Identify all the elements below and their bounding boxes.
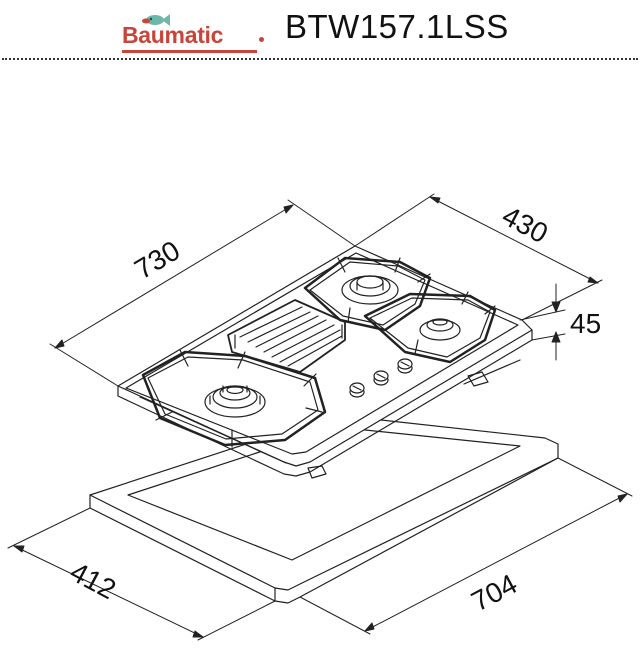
hob-body [117,245,533,477]
page-header: Baumatic BTW157.1LSS [0,0,640,62]
dimension-label-730: 730 [129,235,185,286]
dimension-730 [49,199,356,387]
brand-name: Baumatic [122,22,224,48]
model-number: BTW157.1LSS [285,8,509,45]
griddle-plate [227,299,346,373]
fixing-clips [307,359,521,479]
burner-grid-wok [141,349,327,448]
hob-dimension-drawing: 730 430 45 412 704 [7,193,633,641]
burner-grid-rear [303,256,432,332]
dimension-704 [299,457,633,635]
dimension-430 [354,193,603,321]
brand-dot [259,37,264,42]
dotted-divider [2,58,638,60]
cutout-frame [89,414,559,604]
dimension-label-45: 45 [570,308,601,339]
dimension-412 [7,507,276,641]
brand-underline [122,50,257,53]
fish-logo-icon [142,14,170,26]
control-knobs [349,358,413,398]
dimension-label-704: 704 [466,568,522,617]
dimension-45 [519,283,566,361]
dimension-label-430: 430 [497,200,553,249]
dimension-label-412: 412 [65,556,121,605]
burner-grid-front-right [363,291,497,364]
